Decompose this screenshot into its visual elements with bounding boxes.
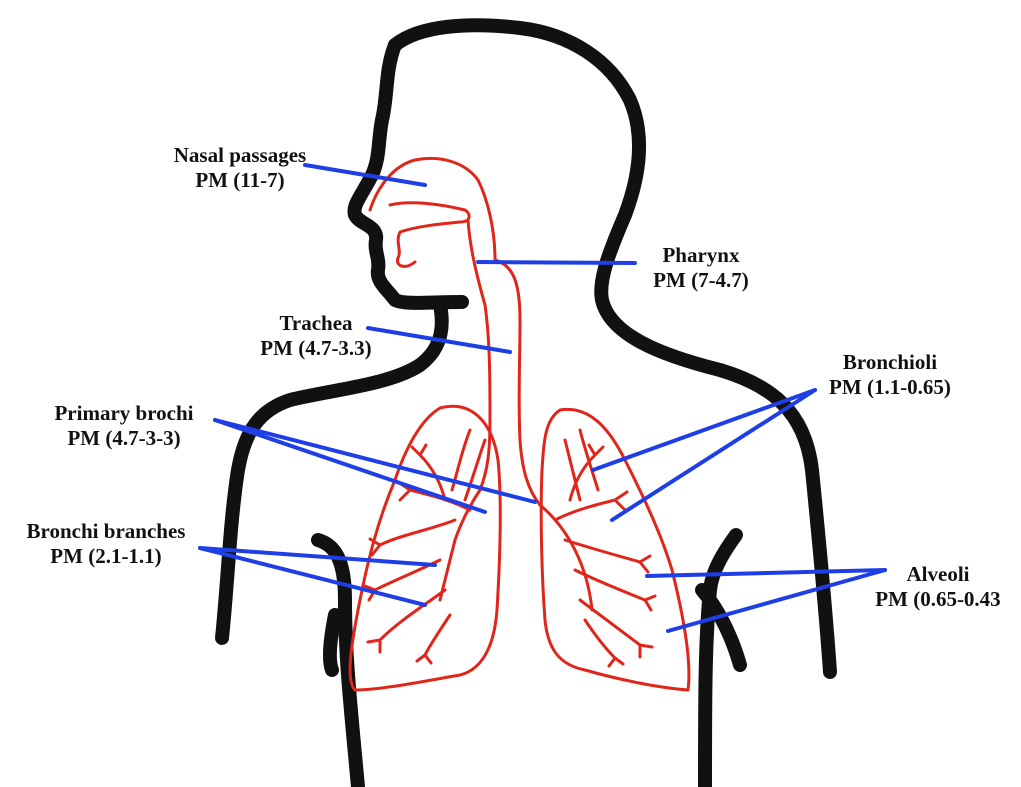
throat-right: [495, 260, 540, 505]
airway: [350, 158, 689, 690]
label-bronchioli-name: Bronchioli: [812, 350, 968, 375]
nasal-cavity: [370, 158, 495, 260]
label-nasal-name: Nasal passages: [158, 143, 322, 168]
label-branches-pm: PM (2.1-1.1): [8, 544, 204, 569]
oral-cavity: [390, 203, 469, 267]
label-pharynx: Pharynx PM (7-4.7): [636, 243, 766, 293]
label-alveoli: Alveoli PM (0.65-0.43: [858, 562, 1018, 612]
pointer-alveoli-2: [668, 570, 885, 631]
label-trachea: Trachea PM (4.7-3.3): [244, 311, 388, 361]
pointer-pharynx: [478, 262, 635, 263]
right-lung-outline: [541, 409, 689, 690]
label-alveoli-name: Alveoli: [858, 562, 1018, 587]
pointer-primary-1: [215, 420, 485, 512]
label-primary-name: Primary brochi: [38, 401, 210, 426]
label-primary-brochi: Primary brochi PM (4.7-3-3): [38, 401, 210, 451]
label-pharynx-pm: PM (7-4.7): [636, 268, 766, 293]
label-nasal-pm: PM (11-7): [158, 168, 322, 193]
primary-bronchi-right: [540, 505, 592, 610]
label-primary-pm: PM (4.7-3-3): [38, 426, 210, 451]
pointer-bronchioli-1: [593, 390, 815, 470]
pointer-alveoli-1: [647, 570, 885, 576]
label-alveoli-pm: PM (0.65-0.43: [858, 587, 1018, 612]
label-nasal-passages: Nasal passages PM (11-7): [158, 143, 322, 193]
pointer-bronchioli-2: [612, 390, 815, 520]
body-outline: [222, 25, 830, 787]
left-twigs: [365, 445, 431, 663]
label-bronchioli: Bronchioli PM (1.1-0.65): [812, 350, 968, 400]
label-bronchi-branches: Bronchi branches PM (2.1-1.1): [8, 519, 204, 569]
right-branch-1: [555, 430, 645, 658]
label-bronchioli-pm: PM (1.1-0.65): [812, 375, 968, 400]
label-trachea-name: Trachea: [244, 311, 388, 336]
label-branches-name: Bronchi branches: [8, 519, 204, 544]
label-pharynx-name: Pharynx: [636, 243, 766, 268]
left-arm-inner: [330, 615, 335, 670]
label-trachea-pm: PM (4.7-3.3): [244, 336, 388, 361]
